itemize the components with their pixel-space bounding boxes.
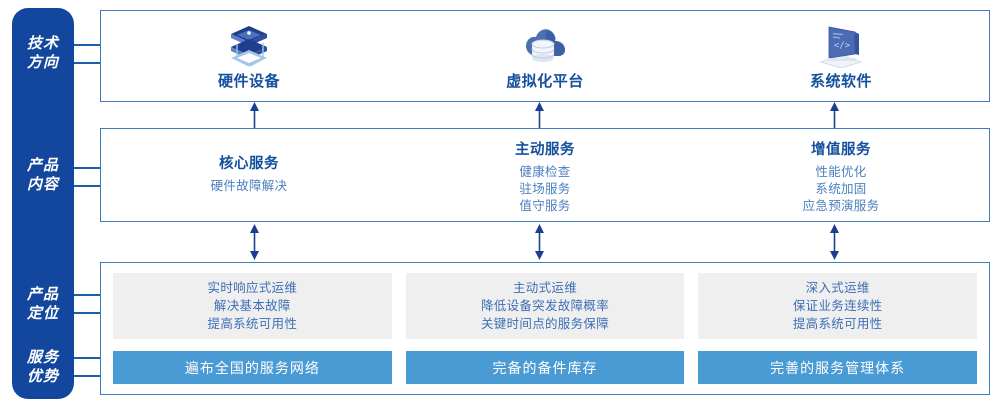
double-arrow-proactive — [533, 224, 546, 260]
bottom-column-proactive: 主动式运维 降低设备突发故障概率 关键时间点的服务保障 完备的备件库存 — [405, 273, 685, 384]
rail-label-product-position: 产品 定位 — [26, 286, 59, 322]
positioning-line: 实时响应式运维 — [207, 281, 298, 295]
tech-item-virtualization[interactable]: 虚拟化平台 — [397, 11, 693, 101]
tech-item-hardware[interactable]: 硬件设备 — [101, 11, 397, 101]
rail-label-tech-direction: 技术 方向 — [26, 35, 59, 71]
rail-label-product-content: 产品 内容 — [26, 157, 59, 193]
up-arrow-hardware — [248, 102, 261, 128]
content-column-core-service: 核心服务 硬件故障解决 — [101, 129, 397, 221]
tech-item-label: 虚拟化平台 — [506, 72, 584, 90]
tech-item-label: 硬件设备 — [217, 72, 280, 90]
positioning-box: 实时响应式运维 解决基本故障 提高系统可用性 — [113, 273, 392, 339]
content-column-item: 健康检查 — [519, 165, 571, 179]
connector-line-tech-a — [74, 44, 106, 46]
bottom-column-realtime: 实时响应式运维 解决基本故障 提高系统可用性 遍布全国的服务网络 — [113, 273, 392, 384]
advantage-bar[interactable]: 完备的备件库存 — [405, 351, 685, 384]
connector-line-position-b — [74, 312, 106, 314]
connector-line-position-a — [74, 294, 106, 296]
content-column-title: 核心服务 — [219, 155, 279, 172]
advantage-bar[interactable]: 遍布全国的服务网络 — [113, 351, 392, 384]
positioning-line: 关键时间点的服务保障 — [481, 317, 610, 331]
content-column-title: 增值服务 — [811, 142, 871, 158]
bottom-column-indepth: 深入式运维 保证业务连续性 提高系统可用性 完善的服务管理体系 — [698, 273, 978, 384]
svg-text:</>: </> — [834, 41, 851, 51]
tech-item-label: 系统软件 — [809, 72, 872, 90]
positioning-line: 深入式运维 — [805, 281, 870, 295]
positioning-line: 解决基本故障 — [213, 299, 291, 313]
positioning-line: 提高系统可用性 — [792, 317, 883, 331]
content-column-item: 驻场服务 — [519, 182, 571, 196]
content-column-value-added-service: 增值服务 性能优化 系统加固 应急预演服务 — [693, 129, 989, 221]
positioning-line: 主动式运维 — [513, 281, 578, 295]
double-arrow-value-added — [828, 224, 841, 260]
positioning-box: 主动式运维 降低设备突发故障概率 关键时间点的服务保障 — [405, 273, 685, 339]
positioning-line: 提高系统可用性 — [207, 317, 298, 331]
connector-line-content-a — [74, 167, 106, 169]
tech-direction-panel: 硬件设备 虚拟化平台 — [100, 10, 990, 102]
category-rail: 技术 方向 产品 内容 产品 定位 服务 优势 — [12, 8, 74, 399]
content-column-item: 硬件故障解决 — [210, 178, 288, 193]
content-column-proactive-service: 主动服务 健康检查 驻场服务 值守服务 — [397, 129, 693, 221]
double-arrow-core — [248, 224, 261, 260]
positioning-line: 降低设备突发故障概率 — [481, 299, 610, 313]
rail-label-service-advantage: 服务 优势 — [26, 349, 59, 385]
positioning-line: 保证业务连续性 — [792, 299, 883, 313]
up-arrow-system-software — [828, 102, 841, 128]
content-column-title: 主动服务 — [515, 142, 575, 158]
content-column-item: 系统加固 — [815, 182, 867, 196]
positioning-box: 深入式运维 保证业务连续性 提高系统可用性 — [698, 273, 978, 339]
content-column-item: 值守服务 — [519, 199, 571, 213]
tech-item-system-software[interactable]: </> 系统软件 — [693, 11, 989, 101]
server-stack-icon — [231, 25, 267, 67]
content-column-item: 应急预演服务 — [802, 199, 880, 213]
laptop-code-icon: </> — [819, 26, 863, 68]
cloud-database-icon — [526, 28, 565, 62]
advantage-bar[interactable]: 完善的服务管理体系 — [698, 351, 978, 384]
connector-line-tech-b — [74, 62, 106, 64]
up-arrow-virtualization — [533, 102, 546, 128]
connector-line-advantage-a — [74, 357, 106, 359]
positioning-advantage-panel: 实时响应式运维 解决基本故障 提高系统可用性 遍布全国的服务网络 主动式运维 降… — [100, 262, 990, 395]
connector-line-advantage-b — [74, 375, 106, 377]
product-content-panel: 核心服务 硬件故障解决 主动服务 健康检查 驻场服务 值守服务 增值服务 性能优… — [100, 128, 990, 222]
connector-line-content-b — [74, 185, 106, 187]
content-column-item: 性能优化 — [815, 165, 867, 179]
